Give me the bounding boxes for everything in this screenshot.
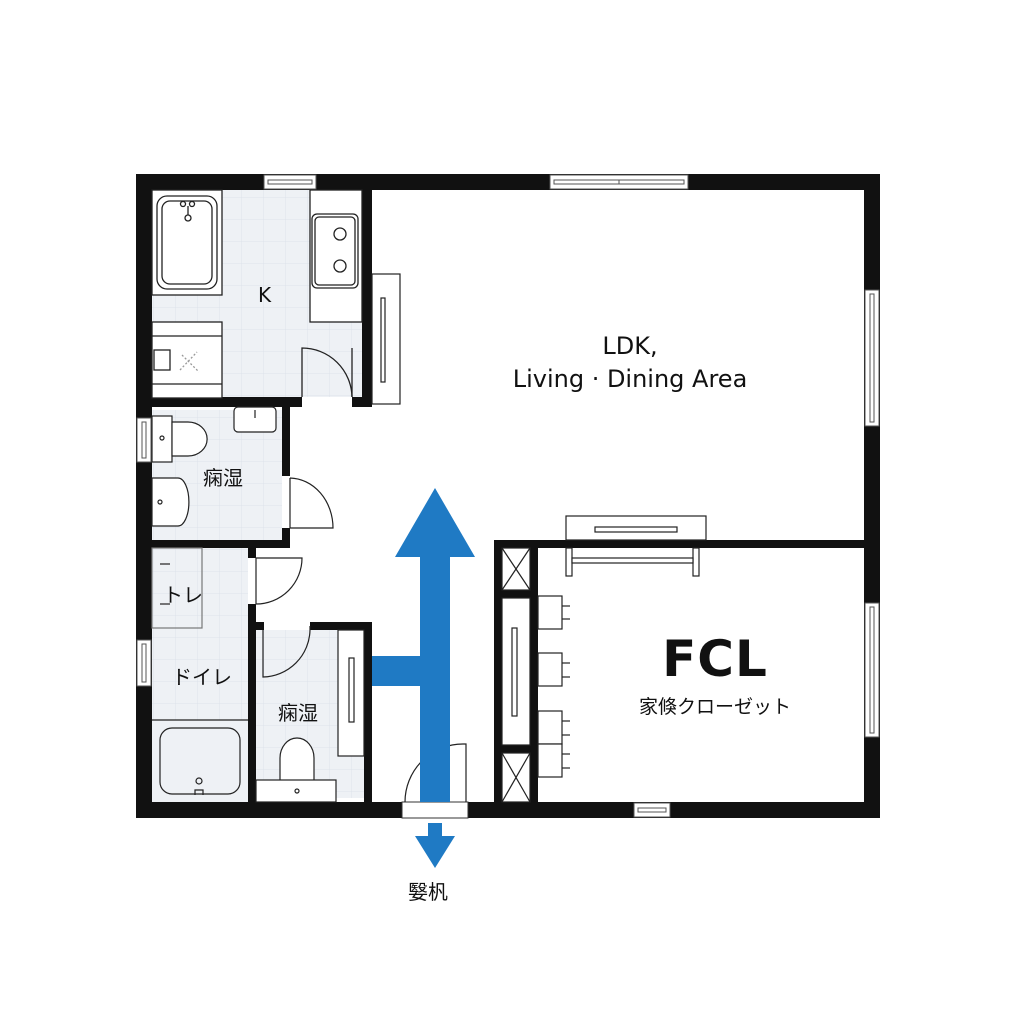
window-top-ldk (549, 174, 689, 190)
toilet-door (255, 557, 303, 605)
faucet-icon (179, 200, 187, 208)
arrow-down-shaft (428, 823, 442, 837)
wall-fcl-left (494, 540, 502, 802)
kitchen-fixtures (151, 189, 363, 399)
toilet-bowl-icon (279, 737, 315, 780)
shelf-units (537, 595, 570, 778)
window-left-wash (136, 417, 152, 463)
wall-kitchen-bottom-b (352, 397, 372, 407)
wall-toilet-right-a (248, 548, 256, 558)
arrow-branch (372, 656, 420, 686)
wall-wash-lower-top-b (310, 622, 372, 630)
wall-toilet-right-b (248, 604, 256, 802)
window-left-toilet (136, 639, 152, 687)
kitchen-label: K (258, 283, 272, 307)
washroom-upper-label: 痫湿 (203, 466, 243, 490)
fcl-fixtures (501, 515, 707, 803)
kitchen-door-swing (301, 347, 353, 398)
wall-wash-lower-top-a (256, 622, 264, 630)
ldk-bench (565, 515, 707, 541)
arrow-up-head-icon (395, 488, 475, 557)
ldk-label: LDK, (602, 332, 658, 360)
wall-fcl-storage-b (494, 745, 538, 753)
toilet-fixtures (151, 547, 303, 802)
ldk-sublabel: Living · Dining Area (512, 365, 748, 393)
window-right-ldk (864, 289, 880, 427)
cooktop-outer (311, 213, 359, 289)
window-top-kitchen (263, 174, 317, 190)
tub-counter (151, 189, 223, 296)
wall-fcl-storage-a (494, 590, 538, 598)
washer-icon (151, 477, 190, 527)
washroom-upper-fixtures (151, 406, 334, 529)
stove-counter (309, 189, 363, 323)
burner-icon (333, 227, 347, 241)
toilet-label: ドイレ (172, 665, 232, 689)
washroom-lower-label: 痫湿 (278, 701, 318, 725)
wash-upper-door (289, 477, 334, 529)
bathtub-icon (159, 727, 241, 795)
window-bottom-fcl (633, 802, 671, 818)
fcl-sublabel: 家倏クローゼット (638, 696, 791, 718)
storage-box-top (501, 547, 531, 591)
windows (136, 174, 880, 818)
circulation-arrow (372, 488, 475, 868)
wall-bottom (136, 802, 880, 818)
arrow-down-head-icon (415, 836, 455, 868)
entrance-label: 嫛杋 (408, 880, 448, 904)
arrow-shaft (420, 556, 450, 802)
wall-fcl-inner (530, 540, 538, 802)
wall-wash-lower-right (364, 622, 372, 802)
ldk-wall-cabinet (371, 273, 401, 405)
wall-kitchen-ldk (362, 174, 372, 406)
fridge-cabinet (151, 321, 223, 399)
wall-wash-upper-bottom (152, 540, 290, 548)
wall-wash-upper-right-a (282, 404, 290, 476)
fcl-label: FCL (662, 630, 768, 688)
burner-icon (333, 259, 347, 273)
wall-kitchen-bottom-a (152, 397, 302, 407)
tub-inner (161, 200, 213, 285)
wash-lower-door (262, 629, 311, 678)
hanging-rod (571, 557, 694, 564)
sink-icon (233, 406, 277, 433)
tub-outer (156, 195, 218, 290)
window-right-fcl (864, 602, 880, 738)
toilet-small-label: トレ (163, 583, 203, 607)
wall-top (136, 174, 880, 190)
washroom-lower-fixtures (255, 626, 365, 803)
toilet-bowl-icon (171, 421, 208, 457)
storage-box-bottom (501, 752, 531, 803)
wall-fcl-top (494, 540, 880, 548)
wall-wash-upper-right-b (282, 528, 290, 548)
wall-left (136, 174, 152, 818)
